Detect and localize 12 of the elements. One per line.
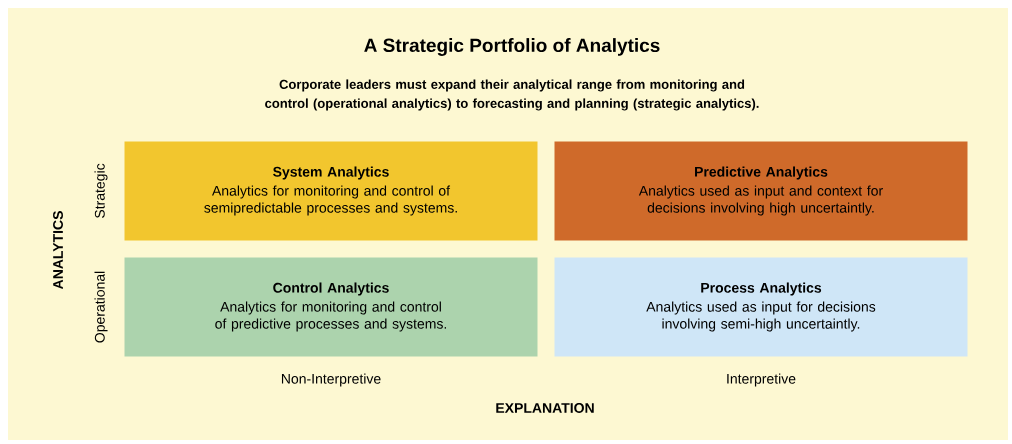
quadrant-box: Process Analytics Analytics used as input for decisions involving semi-high uncertaintly. (554, 257, 968, 357)
subtitle: Corporate leaders must expand their analytical range from monitoring and control (operational analytics) to forecasting and planning (strategic analytics). (265, 79, 759, 111)
quadrant-box: Control Analytics Analytics for monitoring and control of predictive processes and systems. (124, 257, 538, 357)
axis-title: EXPLANATION (496, 403, 594, 413)
axis-category-label: Interpretive (727, 373, 796, 387)
axis-category-label: Strategic (94, 163, 108, 218)
title: A Strategic Portfolio of Analytics (364, 38, 660, 56)
quadrant-box: Predictive Analytics Analytics used as input and context for decisions involving high uncertaintly. (554, 141, 968, 241)
axis-category-label: Operational (94, 271, 108, 343)
quadrant-box: System Analytics Analytics for monitoring and control of semipredictable processes and systems. (124, 141, 538, 241)
axis-category-label: Non-Interpretive (281, 373, 381, 387)
axis-title: ANALYTICS (53, 211, 63, 290)
